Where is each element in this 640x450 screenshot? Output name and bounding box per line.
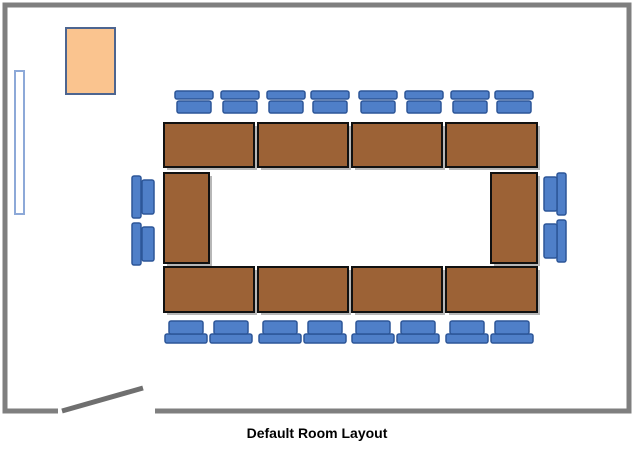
table — [351, 122, 445, 170]
table — [351, 266, 445, 315]
chair — [131, 175, 155, 219]
doorway-gap — [58, 405, 155, 415]
door — [61, 385, 144, 414]
diagram-caption: Default Room Layout — [246, 425, 388, 441]
chair — [358, 90, 398, 114]
chair — [310, 90, 350, 114]
chair — [404, 90, 444, 114]
chair — [494, 90, 534, 114]
table — [163, 122, 257, 170]
chair — [543, 219, 567, 263]
whiteboard — [14, 70, 25, 215]
chair — [396, 320, 440, 344]
chair — [490, 320, 534, 344]
chair — [131, 222, 155, 266]
table — [445, 266, 540, 315]
table — [490, 172, 540, 266]
chair — [174, 90, 214, 114]
chair — [220, 90, 260, 114]
table — [163, 266, 257, 315]
podium — [65, 27, 116, 95]
chair — [164, 320, 208, 344]
chair — [209, 320, 253, 344]
chair — [450, 90, 490, 114]
chair — [266, 90, 306, 114]
table — [445, 122, 540, 170]
tables — [163, 122, 540, 315]
table — [163, 172, 212, 266]
room-wall-outline — [2, 2, 632, 414]
chair — [258, 320, 302, 344]
chair — [543, 172, 567, 216]
chairs — [131, 90, 567, 344]
chair — [303, 320, 347, 344]
chair — [351, 320, 395, 344]
chair — [445, 320, 489, 344]
table — [257, 122, 351, 170]
table — [257, 266, 351, 315]
